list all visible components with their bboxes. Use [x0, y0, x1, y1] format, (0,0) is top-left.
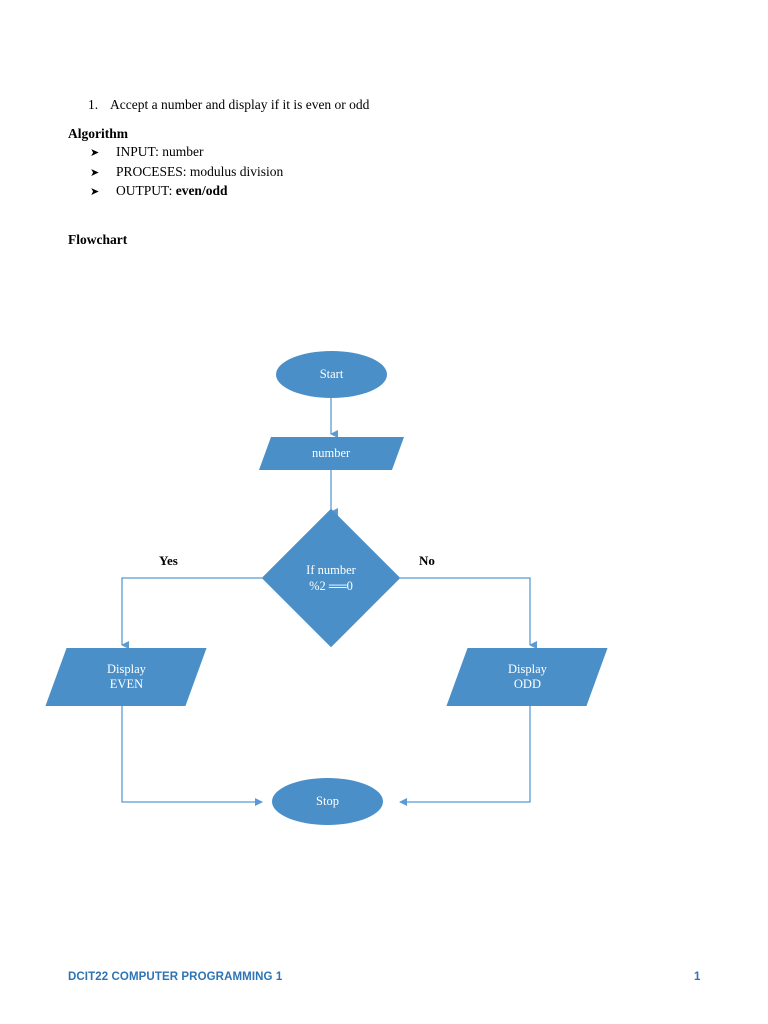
problem-number: 1.: [88, 97, 99, 112]
algorithm-item-label: PROCESES:: [116, 163, 187, 179]
branch-label-no: No: [419, 553, 435, 568]
algorithm-item-input: ➤ INPUT: number: [90, 143, 510, 162]
flow-node-start: Start: [276, 351, 387, 398]
decision-line-2: %2 ══0: [309, 579, 353, 593]
arrow-bullet-icon: ➤: [90, 146, 100, 159]
arrow-bullet-icon: ➤: [90, 165, 100, 179]
flow-node-input: number: [258, 437, 405, 470]
algorithm-item-process: ➤ PROCESES: modulus division: [90, 163, 510, 182]
connector-even-to-stop: [121, 706, 263, 806]
flow-node-decision: If number %2 ══0: [261, 508, 401, 648]
flow-node-output-even-label: Display EVEN: [107, 662, 146, 692]
flow-node-input-label: number: [312, 446, 351, 460]
footer-course-label: DCIT22 COMPUTER PROGRAMMING 1: [68, 971, 283, 983]
flow-node-output-odd-label: Display ODD: [508, 662, 547, 692]
algorithm-item-value: number: [162, 144, 204, 159]
flow-node-output-odd: Display ODD: [446, 648, 608, 706]
branch-label-yes: Yes: [159, 553, 178, 568]
algorithm-item-label: OUTPUT:: [116, 183, 173, 198]
connector-no-branch: [400, 577, 537, 649]
decision-line-1: If number: [306, 563, 356, 577]
footer-page-number: 1: [694, 971, 701, 983]
page-footer: DCIT22 COMPUTER PROGRAMMING 1 1: [0, 960, 768, 1000]
output-even-line-1: Display: [106, 662, 146, 676]
algorithm-item-label: INPUT:: [116, 144, 159, 159]
arrow-bullet-icon: ➤: [90, 185, 100, 198]
flow-node-decision-label: If number %2 ══0: [282, 529, 380, 627]
connector-yes-branch: [121, 577, 262, 649]
algorithm-item-value: even/odd: [175, 183, 228, 198]
flow-node-stop: Stop: [272, 778, 383, 825]
flow-node-stop-label: Stop: [316, 794, 339, 808]
output-even-line-2: EVEN: [109, 677, 143, 691]
flow-node-start-label: Start: [319, 367, 344, 381]
problem-text: Accept a number and display if it is eve…: [110, 97, 370, 112]
algorithm-list: ➤ INPUT: number ➤ PROCESES: modulus divisi…: [90, 143, 510, 202]
problem-statement: 1. Accept a number and display if it is e…: [88, 97, 369, 113]
algorithm-item-output: ➤ OUTPUT: even/odd: [90, 182, 510, 201]
output-odd-line-1: Display: [507, 662, 547, 676]
algorithm-item-value: modulus division: [189, 163, 284, 179]
output-odd-line-2: ODD: [513, 677, 541, 691]
algorithm-heading: Algorithm: [68, 126, 128, 141]
decision-diamond-shape: [261, 508, 401, 648]
flow-node-output-even: Display EVEN: [45, 648, 207, 706]
flowchart-heading: Flowchart: [68, 232, 128, 247]
connector-odd-to-stop: [399, 706, 531, 806]
